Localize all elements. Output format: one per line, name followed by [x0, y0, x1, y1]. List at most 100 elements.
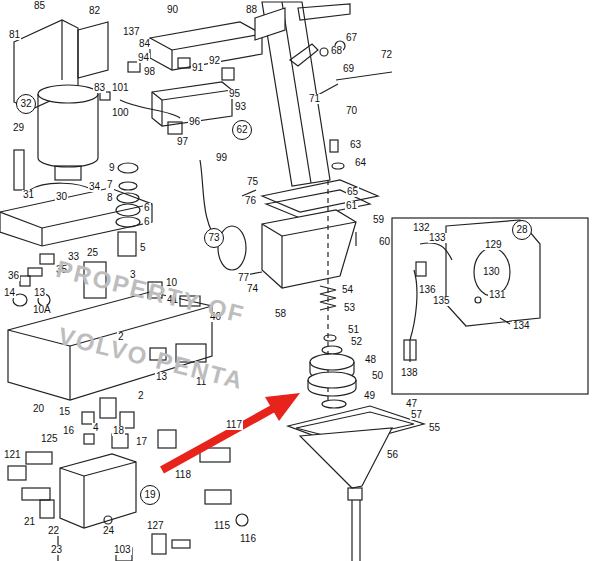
callout-number: 60 — [378, 237, 391, 247]
callout-number: 52 — [350, 337, 363, 347]
callout-number: 59 — [372, 215, 385, 225]
callout-number: 21 — [23, 517, 36, 527]
callout-number: 97 — [176, 137, 189, 147]
callout-number: 32 — [20, 99, 31, 109]
callout-number: 132 — [412, 223, 431, 233]
callout-number: 17 — [135, 437, 148, 447]
callout-number: 121 — [3, 450, 22, 460]
callout-number: 127 — [146, 521, 165, 531]
watermark: VOLVO PENTA — [55, 322, 247, 395]
callout-number: 88 — [245, 5, 258, 15]
circled-callout: 28 — [512, 220, 532, 240]
callout-number: 118 — [174, 470, 192, 480]
callout-number: 96 — [188, 117, 201, 127]
callout-number: 115 — [213, 521, 231, 531]
callout-number: 31 — [22, 190, 35, 200]
callout-number: 101 — [111, 83, 130, 93]
callout-number: 74 — [246, 284, 259, 294]
callout-number: 77 — [237, 273, 250, 283]
callout-number: 95 — [228, 89, 241, 99]
callout-number: 91 — [191, 63, 204, 73]
callout-number: 76 — [244, 196, 257, 206]
callout-number: 61 — [345, 201, 358, 211]
callout-number: 90 — [166, 5, 179, 15]
callout-number: 20 — [32, 404, 45, 414]
callout-number: 58 — [274, 309, 287, 319]
callout-number: 82 — [88, 6, 101, 16]
callout-number: 63 — [349, 140, 362, 150]
callout-number: 131 — [488, 290, 507, 300]
callout-number: 51 — [347, 325, 360, 335]
callout-number: 129 — [484, 240, 503, 250]
callout-number: 99 — [215, 153, 228, 163]
callout-number: 133 — [428, 233, 447, 243]
callout-number: 29 — [12, 123, 25, 133]
callout-number: 23 — [50, 545, 63, 555]
watermark: PROPERTY OF — [53, 255, 248, 329]
callout-number: 19 — [144, 490, 155, 500]
callout-number: 22 — [47, 526, 60, 536]
callout-number: 117 — [225, 420, 243, 430]
callout-number: 103 — [113, 545, 132, 555]
callout-number: 62 — [236, 125, 247, 135]
callout-number: 28 — [516, 225, 527, 235]
callout-number: 18 — [112, 426, 125, 436]
callout-number: 13 — [33, 288, 46, 298]
callout-number: 5 — [139, 243, 147, 253]
callout-number: 10A — [32, 305, 52, 315]
callout-number: 93 — [234, 102, 247, 112]
callout-number: 30 — [55, 192, 68, 202]
callout-number: 71 — [308, 94, 321, 104]
callout-number: 36 — [7, 271, 20, 281]
callout-number: 83 — [93, 83, 106, 93]
callout-number: 55 — [428, 423, 441, 433]
callout-number: 65 — [346, 187, 359, 197]
callout-number: 34 — [88, 182, 101, 192]
callout-number: 116 — [239, 534, 257, 544]
circled-callout: 19 — [140, 485, 160, 505]
callout-number: 67 — [345, 33, 358, 43]
callout-number: 54 — [341, 285, 354, 295]
callout-number: 81 — [8, 30, 21, 40]
callout-number: 7 — [106, 180, 114, 190]
callout-number: 56 — [386, 450, 399, 460]
callout-number: 130 — [482, 267, 501, 277]
callout-number: 8 — [106, 193, 114, 203]
callout-number: 15 — [58, 407, 71, 417]
callout-number: 57 — [410, 410, 423, 420]
callout-number: 64 — [354, 158, 367, 168]
callout-number: 4 — [92, 423, 100, 433]
callout-number: 6 — [143, 217, 151, 227]
callout-number: 50 — [371, 371, 384, 381]
callout-number: 47 — [405, 399, 418, 409]
callout-number: 137 — [122, 27, 141, 37]
callout-number: 100 — [111, 108, 130, 118]
callout-number: 92 — [208, 56, 221, 66]
circled-callout: 73 — [204, 228, 224, 248]
callout-number: 49 — [363, 391, 376, 401]
callout-number: 85 — [33, 1, 46, 11]
circled-callout: 32 — [16, 94, 36, 114]
callout-number: 14 — [3, 288, 16, 298]
callout-number: 94 — [137, 53, 150, 63]
callout-number: 84 — [138, 39, 151, 49]
callout-number: 53 — [343, 303, 356, 313]
callout-number: 16 — [62, 426, 75, 436]
callout-number: 138 — [400, 368, 419, 378]
callout-number: 73 — [208, 233, 219, 243]
callout-number: 68 — [330, 46, 343, 56]
callout-number: 9 — [108, 163, 116, 173]
callout-number: 125 — [40, 434, 59, 444]
callout-number: 70 — [345, 106, 358, 116]
callout-number: 25 — [86, 248, 99, 258]
callout-number: 24 — [102, 526, 115, 536]
callout-number: 72 — [380, 50, 393, 60]
callout-number: 48 — [364, 355, 377, 365]
callout-number: 135 — [432, 296, 451, 306]
callout-number: 134 — [512, 321, 531, 331]
callout-number: 2 — [137, 391, 145, 401]
callout-number: 136 — [418, 285, 437, 295]
circled-callout: 62 — [232, 120, 252, 140]
callout-number: 98 — [143, 67, 156, 77]
callout-number: 6 — [143, 203, 151, 213]
